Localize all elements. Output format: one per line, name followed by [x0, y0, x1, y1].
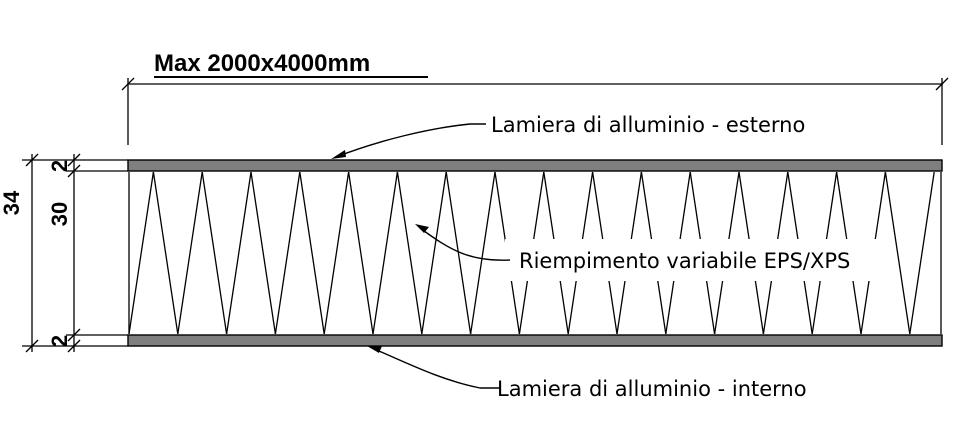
insulation-hatch-line — [274, 171, 301, 335]
filling-label-background — [505, 239, 893, 281]
width-dimension — [121, 77, 949, 145]
bottom-skin-thickness-label: 2 — [47, 335, 72, 347]
bottom-sheet-label: Lamiera di alluminio - interno — [497, 377, 807, 401]
insulation-hatch-line — [469, 171, 496, 335]
insulation-hatch-line — [884, 171, 911, 335]
insulation-hatch-line — [421, 171, 447, 335]
insulation-hatch-line — [177, 171, 203, 335]
filling-leader — [415, 224, 511, 261]
insulation-hatch-line — [396, 171, 423, 335]
insulation-hatch-line — [445, 171, 472, 335]
insulation-hatch-line — [128, 171, 155, 335]
top-skin-thickness-label: 2 — [47, 160, 72, 172]
core-thickness-label: 30 — [47, 202, 72, 226]
insulation-hatch-line — [909, 171, 935, 335]
top-sheet-leader — [331, 123, 486, 159]
filling-label: Riempimento variabile EPS/XPS — [519, 249, 850, 273]
bottom-aluminium-sheet — [127, 334, 943, 347]
insulation-hatch-line — [250, 171, 277, 335]
total-thickness-label: 34 — [0, 190, 24, 215]
insulation-hatch-line — [347, 171, 374, 335]
top-aluminium-sheet — [127, 159, 943, 172]
insulation-hatch-line — [299, 171, 325, 335]
thickness-dimensions — [22, 153, 128, 353]
insulation-hatch-line — [201, 171, 228, 335]
insulation-hatch-line — [372, 171, 399, 335]
insulation-hatch-line — [152, 171, 179, 335]
size-title: Max 2000x4000mm — [154, 50, 370, 77]
bottom-sheet-leader — [367, 346, 500, 389]
top-sheet-label: Lamiera di alluminio - esterno — [491, 113, 805, 137]
insulation-hatch-line — [323, 171, 350, 335]
insulation-hatch-line — [225, 171, 252, 335]
